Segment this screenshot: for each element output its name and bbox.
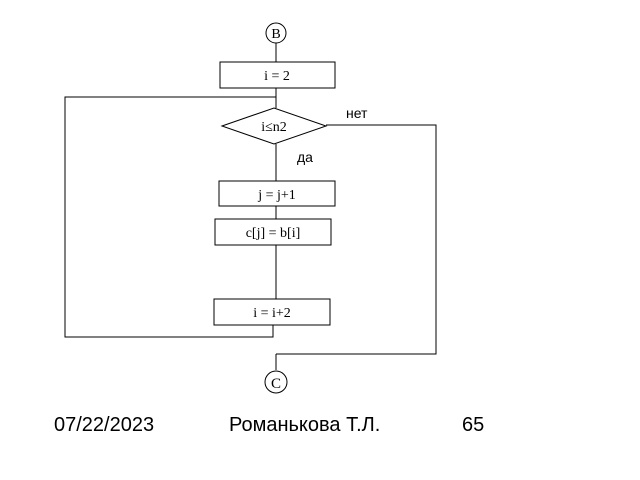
step2-block [214, 218, 332, 246]
step3-block [213, 298, 331, 326]
init-block [219, 61, 336, 89]
end-connector-circle [264, 370, 288, 394]
step1-block [218, 180, 336, 207]
loop-back-line [64, 96, 276, 338]
start-connector-label: B [271, 27, 280, 42]
step3-label: i = i+2 [253, 306, 291, 321]
footer-date: 07/22/2023 [54, 414, 155, 436]
init-block-label: i = 2 [264, 69, 290, 84]
step1-label: j = j+1 [257, 188, 296, 203]
start-connector-circle [265, 22, 287, 44]
step2-label: c[j] = b[i] [246, 226, 301, 241]
end-connector-label: C [271, 376, 281, 392]
no-branch-label: нет [346, 105, 368, 121]
condition-diamond [220, 107, 328, 145]
flow-lines [64, 43, 437, 370]
condition-label: i≤n2 [261, 120, 287, 135]
yes-branch-label: да [297, 149, 313, 165]
no-branch-line [276, 124, 437, 355]
footer-author: Романькова Т.Л. [229, 414, 381, 436]
footer-page-number: 65 [462, 414, 485, 436]
